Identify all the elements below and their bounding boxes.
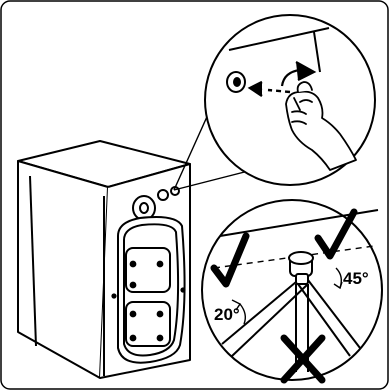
- angle-label-right: 45°: [343, 269, 369, 288]
- detail-callout-angle: 20° 45°: [202, 200, 382, 380]
- detail-callout-cap: [205, 15, 375, 185]
- side-rivet: [112, 294, 115, 297]
- screw-7: [158, 336, 163, 341]
- appliance-back-view: [18, 141, 190, 378]
- screw-1: [131, 262, 136, 267]
- screw-5: [158, 312, 163, 317]
- side-rivet-2: [181, 288, 184, 291]
- screw-4: [131, 312, 136, 317]
- inlet-cap-small: [158, 190, 168, 200]
- screw-6: [131, 336, 136, 341]
- angle-label-left: 20°: [214, 305, 240, 324]
- screw-2: [158, 262, 163, 267]
- inlet-port-top-inner: [140, 203, 148, 213]
- inlet-port-detail-inner: [233, 77, 241, 87]
- screw-3: [131, 283, 136, 288]
- detail-circle-bottom: [202, 200, 382, 380]
